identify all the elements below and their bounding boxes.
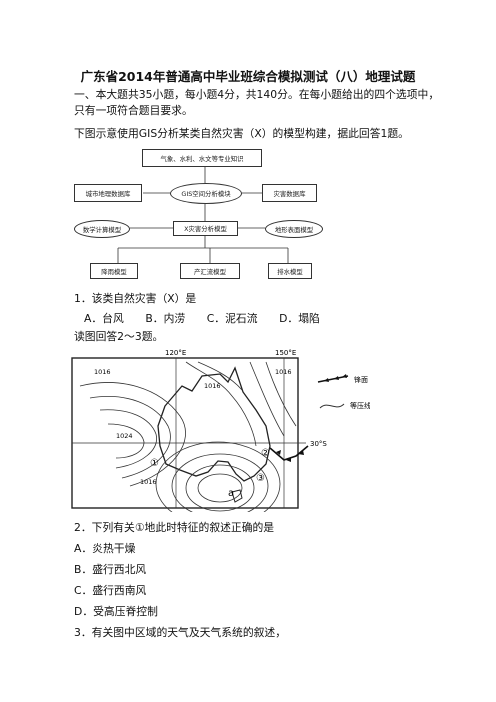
- question2-option-b: B．盛行西北风: [74, 563, 147, 576]
- question1-stem: 1．该类自然灾害（X）是: [74, 292, 197, 305]
- isobar-label-1016-c: 1016: [275, 368, 292, 376]
- legend-isobar-symbol: [319, 403, 345, 409]
- isobar-label-1016-d: 1016: [140, 478, 157, 486]
- isobar-label-1016-b: 1016: [204, 382, 221, 390]
- question2-option-c: C．盛行西南风: [74, 584, 147, 597]
- label-30s: 30°S: [310, 440, 327, 448]
- question1-intro: 下图示意使用GIS分析某类自然灾害（X）的模型构建，据此回答1题。: [74, 127, 409, 140]
- flow-box-disaster-database: 灾害数据库: [262, 184, 317, 202]
- isobar-label-1016-a: 1016: [94, 368, 111, 376]
- isobar-label-1024: 1024: [116, 432, 133, 440]
- page-title: 广东省2014年普通高中毕业班综合模拟测试（八）地理试题: [80, 69, 416, 84]
- gis-flowchart: 气象、水利、水文等专业知识 城市地理数据库 GIS空间分析模块 灾害数据库 数学…: [70, 145, 340, 285]
- flow-box-city-geo-database: 城市地理数据库: [74, 184, 142, 202]
- flow-box-runoff-model: 产汇流模型: [180, 263, 240, 279]
- question3-stem: 3．有关图中区域的天气及天气系统的叙述，: [74, 626, 287, 639]
- question2-stem: 2．下列有关①地此时特征的叙述正确的是: [74, 521, 275, 534]
- flow-oval-math-model: 数学计算模型: [74, 220, 130, 238]
- marker-1: ①: [150, 458, 159, 469]
- question2-option-d: D．受高压脊控制: [74, 605, 158, 618]
- map-frame: [71, 357, 299, 509]
- flow-box-domain-knowledge: 气象、水利、水文等专业知识: [142, 149, 262, 167]
- label-120e: 120°E: [165, 349, 186, 357]
- marker-3: ③: [256, 473, 265, 484]
- flowchart-connectors: [117, 167, 289, 263]
- flow-oval-terrain-model: 地形表面模型: [265, 220, 323, 238]
- flow-oval-gis-module: GIS空间分析模块: [170, 183, 242, 204]
- label-150e: 150°E: [275, 349, 296, 357]
- legend-front-markers: [324, 374, 347, 382]
- weather-map: 120°E 150°E 30°S 1016 1016 1016 1016 102…: [71, 349, 370, 512]
- question2-intro: 读图回答2～3题。: [74, 330, 164, 343]
- front-markers: [276, 450, 304, 462]
- isobar-group: [79, 361, 297, 512]
- legend-front-label: 锋面: [354, 375, 368, 384]
- marker-2: ②: [261, 448, 270, 459]
- australia-coastline: [157, 366, 271, 482]
- marker-a: a: [228, 488, 234, 499]
- question1-options: A．台风 B．内涝 C．泥石流 D．塌陷: [84, 312, 320, 325]
- section-instructions-line1: 一、本大题共35小题，每小题4分，共140分。在每小题给出的四个选项中，: [74, 88, 440, 101]
- flow-box-x-disaster-model: X灾害分析模型: [173, 221, 238, 236]
- question2-option-a: A．炎热干燥: [74, 542, 136, 555]
- section-instructions-line2: 只有一项符合题目要求。: [74, 104, 193, 117]
- flow-box-rainfall-model: 降雨模型: [90, 263, 138, 279]
- flow-box-drainage-model: 排水模型: [268, 263, 312, 279]
- legend-isobar-label: 等压线: [350, 401, 370, 410]
